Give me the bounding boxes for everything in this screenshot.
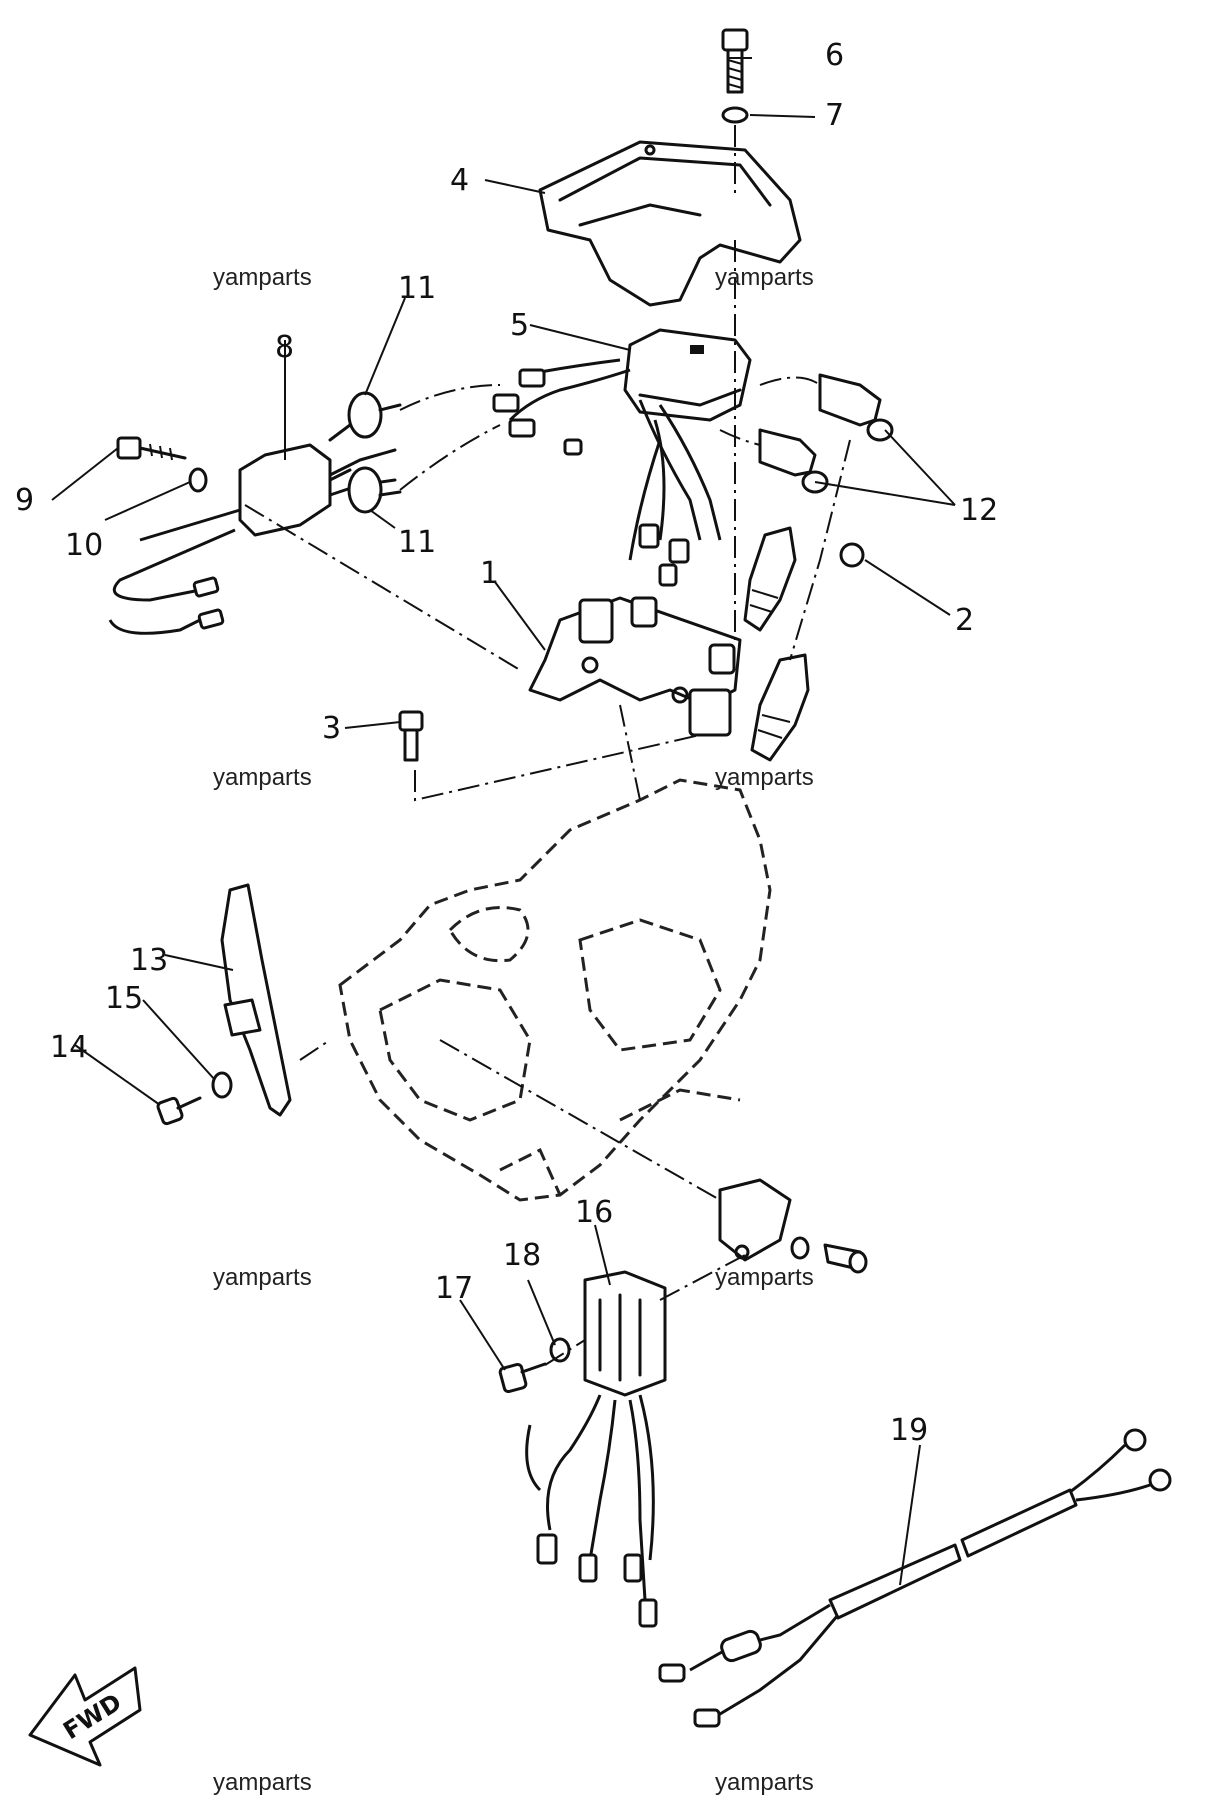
part-nut-2 <box>839 542 865 568</box>
part-plug-caps-12 <box>758 373 894 494</box>
callout-10: 10 <box>65 528 103 563</box>
part-washer-7 <box>721 106 749 124</box>
callout-11-bottom: 11 <box>398 525 436 560</box>
watermark: yamparts <box>213 1769 312 1796</box>
cdi-wire-harness <box>492 358 722 587</box>
callout-16: 16 <box>575 1195 613 1230</box>
callout-1: 1 <box>480 556 499 591</box>
part-spark-plug-a <box>743 526 797 632</box>
watermark: yamparts <box>213 764 312 791</box>
callout-11-top: 11 <box>398 271 436 306</box>
part-ignition-coil-8 <box>108 391 397 635</box>
part-cdi-unit-5 <box>623 328 752 422</box>
callout-9: 9 <box>15 483 34 518</box>
fwd-arrow-icon: FWD <box>28 1666 142 1767</box>
part-bolt-6 <box>721 28 749 94</box>
part-plate-13 <box>220 883 292 1117</box>
part-washer-10 <box>188 467 208 493</box>
callout-8: 8 <box>275 330 294 365</box>
engine-block-outline <box>338 778 772 1202</box>
callout-2: 2 <box>955 603 974 638</box>
callout-6: 6 <box>825 38 844 73</box>
callout-3: 3 <box>322 711 341 746</box>
part-small-bracket <box>718 1178 868 1274</box>
callout-18: 18 <box>503 1238 541 1273</box>
part-bolt-14 <box>156 1096 202 1126</box>
part-rectifier-16 <box>525 1270 667 1628</box>
watermark: yamparts <box>715 1264 814 1291</box>
part-washer-15 <box>211 1071 233 1099</box>
part-bolt-17 <box>498 1362 547 1394</box>
part-bolt-9 <box>116 436 187 461</box>
callout-15: 15 <box>105 981 143 1016</box>
watermark: yamparts <box>715 1769 814 1796</box>
callout-4: 4 <box>450 163 469 198</box>
callout-12: 12 <box>960 493 998 528</box>
callout-7: 7 <box>825 98 844 133</box>
part-bolt-3 <box>398 710 424 762</box>
callout-5: 5 <box>510 308 529 343</box>
part-wire-harness-19 <box>658 1428 1172 1728</box>
callout-17: 17 <box>435 1271 473 1306</box>
callout-13: 13 <box>130 943 168 978</box>
watermark: yamparts <box>213 264 312 291</box>
part-bracket-1 <box>528 596 742 737</box>
callout-14: 14 <box>50 1030 88 1065</box>
watermarks: yamparts yamparts yamparts yamparts yamp… <box>213 264 814 1796</box>
callout-19: 19 <box>890 1413 928 1448</box>
watermark: yamparts <box>213 1264 312 1291</box>
callout-labels: 1 2 3 4 5 6 7 8 9 10 11 11 12 13 14 15 1… <box>15 38 998 1448</box>
leader-lines <box>51 57 956 1586</box>
part-spark-plug-b <box>750 653 810 762</box>
watermark: yamparts <box>715 764 814 791</box>
watermark: yamparts <box>715 264 814 291</box>
part-plug-caps-11 <box>378 403 402 497</box>
alignment-lines <box>244 125 851 1366</box>
